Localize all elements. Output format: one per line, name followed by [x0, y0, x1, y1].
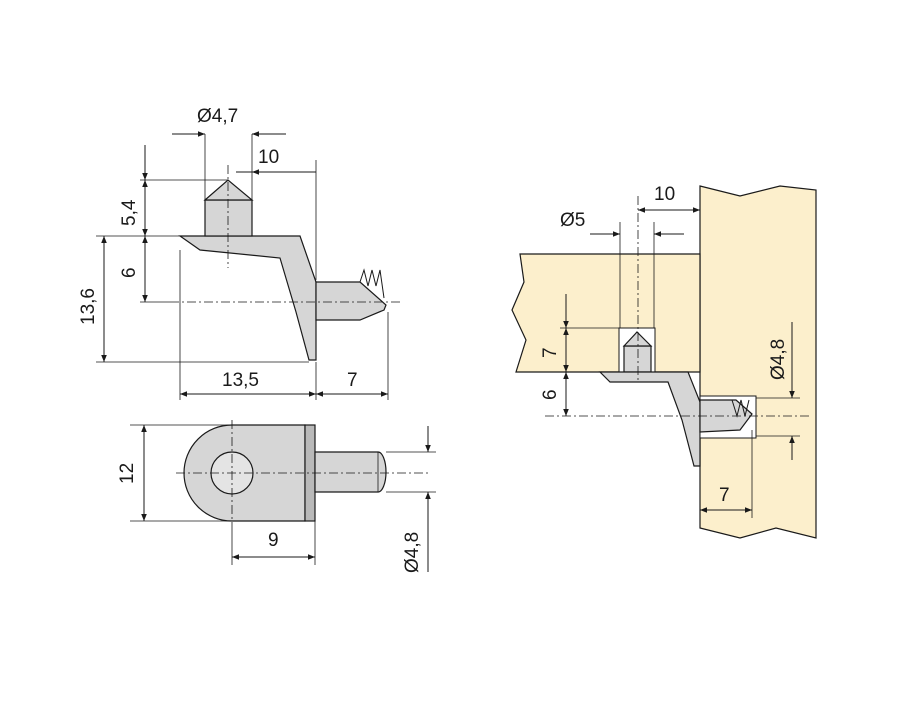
dim-axis-height: 6: [540, 389, 561, 400]
peg: [315, 281, 387, 321]
peg-serrations: [359, 268, 385, 299]
peg-plan: [314, 451, 387, 493]
installed-bracket: [598, 371, 701, 467]
cabinet-panel: [699, 185, 817, 539]
dim-peg-depth: 7: [719, 485, 730, 506]
dim-height-to-axis: 6: [119, 267, 140, 278]
installed-view: 10 Ø5 7 6 Ø4,8 7: [511, 184, 817, 539]
dim-pin-depth: 7: [540, 347, 561, 358]
dim-hole-diameter: Ø5: [560, 210, 585, 231]
dim-peg-length: 7: [347, 370, 358, 391]
side-view: Ø4,7 10 5,4 6 13,6 13,5 7: [78, 106, 400, 400]
dim-plate-width: 12: [117, 463, 138, 484]
dim-total-height: 13,6: [78, 288, 99, 325]
dim-length: 13,5: [222, 370, 259, 391]
plan-view: 12 9 Ø4,8: [117, 420, 436, 573]
dim-peg-diameter: Ø4,8: [402, 532, 423, 573]
pin-tip: [203, 179, 254, 201]
dim-pin-diameter: Ø4,7: [197, 106, 238, 127]
dim-top-offset: 10: [258, 147, 279, 168]
bracket-body: [178, 235, 317, 361]
dim-installed-peg-diameter: Ø4,8: [768, 339, 789, 380]
locating-pin: [204, 199, 253, 237]
dim-installed-offset: 10: [654, 184, 675, 205]
dim-pin-height: 5,4: [119, 199, 140, 226]
dim-hole-center: 9: [268, 530, 279, 551]
